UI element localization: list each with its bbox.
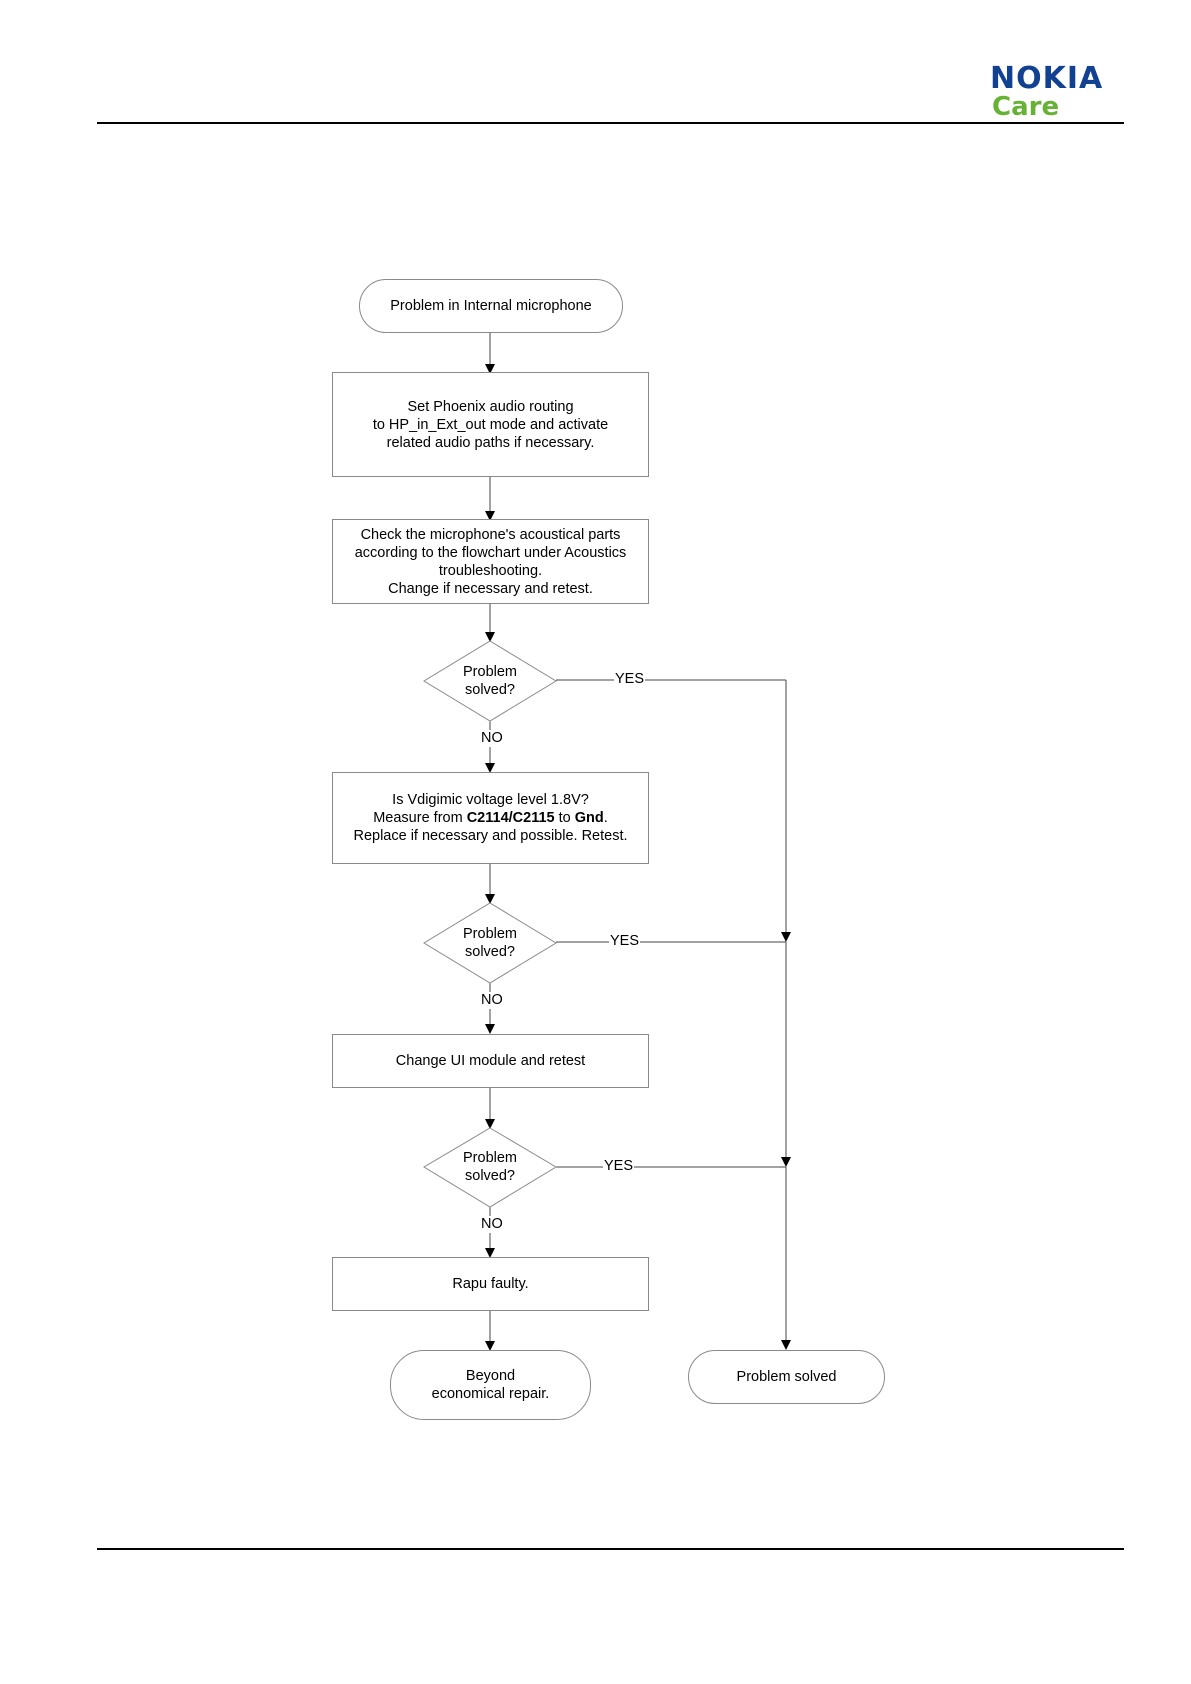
step-check-vdigimic: Is Vdigimic voltage level 1.8V? Measure … xyxy=(332,772,649,864)
decision2-line1: Problem xyxy=(463,926,517,942)
step3-gnd: Gnd xyxy=(574,810,604,826)
decision1-line2: solved? xyxy=(465,682,515,698)
decision2-yes-label: YES xyxy=(609,933,641,949)
decision2-no-label: NO xyxy=(480,992,504,1008)
decision3-line2: solved? xyxy=(465,1168,515,1184)
decision3-line1: Problem xyxy=(463,1150,517,1166)
decision3-no-label: NO xyxy=(480,1216,504,1232)
step5-label: Rapu faulty. xyxy=(452,1276,529,1292)
nokia-care-logo: NOKIA Care xyxy=(990,64,1120,124)
end-problem-solved-terminator: Problem solved xyxy=(688,1350,885,1404)
step3-line2-a: Measure from xyxy=(373,810,467,826)
header-rule xyxy=(97,122,1124,124)
step-change-ui-module: Change UI module and retest xyxy=(332,1034,649,1088)
decision3-yes-label: YES xyxy=(603,1158,635,1174)
step2-line1: Check the microphone's acoustical parts xyxy=(360,526,621,543)
step2-line4: Change if necessary and retest. xyxy=(388,580,593,597)
start-label: Problem in Internal microphone xyxy=(390,298,592,314)
step1-line2: to HP_in_Ext_out mode and activate xyxy=(372,416,609,433)
step3-line2: Measure from C2114/C2115 to Gnd. xyxy=(373,809,608,827)
logo-care-text: Care xyxy=(992,92,1060,122)
step3-line2-c: to xyxy=(554,810,575,826)
end-ok-label: Problem solved xyxy=(736,1369,837,1385)
decision1-no-label: NO xyxy=(480,730,504,746)
decision-diamond-3 xyxy=(423,1127,557,1208)
decision2-text: Problem solved? xyxy=(440,922,540,964)
footer-rule xyxy=(97,1548,1124,1550)
step2-line3: troubleshooting. xyxy=(438,562,543,579)
decision2-line2: solved? xyxy=(465,944,515,960)
step4-label: Change UI module and retest xyxy=(395,1053,586,1069)
step-set-audio-routing: Set Phoenix audio routing to HP_in_Ext_o… xyxy=(332,372,649,477)
step1-line1: Set Phoenix audio routing xyxy=(407,398,574,415)
step3-line1: Is Vdigimic voltage level 1.8V? xyxy=(392,792,589,808)
decision1-line1: Problem xyxy=(463,664,517,680)
decision-diamond-1 xyxy=(423,640,557,722)
step3-line3: Replace if necessary and possible. Retes… xyxy=(353,828,628,844)
end-beyond-repair-terminator: Beyond economical repair. xyxy=(390,1350,591,1420)
step-rapu-faulty: Rapu faulty. xyxy=(332,1257,649,1311)
step3-line2-e: . xyxy=(603,810,608,826)
end-fail-line2: economical repair. xyxy=(431,1386,550,1402)
step1-line3: related audio paths if necessary. xyxy=(386,434,595,451)
start-terminator: Problem in Internal microphone xyxy=(359,279,623,333)
end-fail-line1: Beyond xyxy=(465,1368,516,1384)
decision3-text: Problem solved? xyxy=(440,1146,540,1188)
decision1-yes-label: YES xyxy=(614,671,646,687)
logo-nokia-text: NOKIA xyxy=(990,61,1104,96)
decision-diamond-2 xyxy=(423,902,557,984)
step-check-acoustical-parts: Check the microphone's acoustical parts … xyxy=(332,519,649,604)
step3-capacitors: C2114/C2115 xyxy=(466,810,555,826)
step2-line2: according to the flowchart under Acousti… xyxy=(354,544,627,561)
decision1-text: Problem solved? xyxy=(440,660,540,702)
